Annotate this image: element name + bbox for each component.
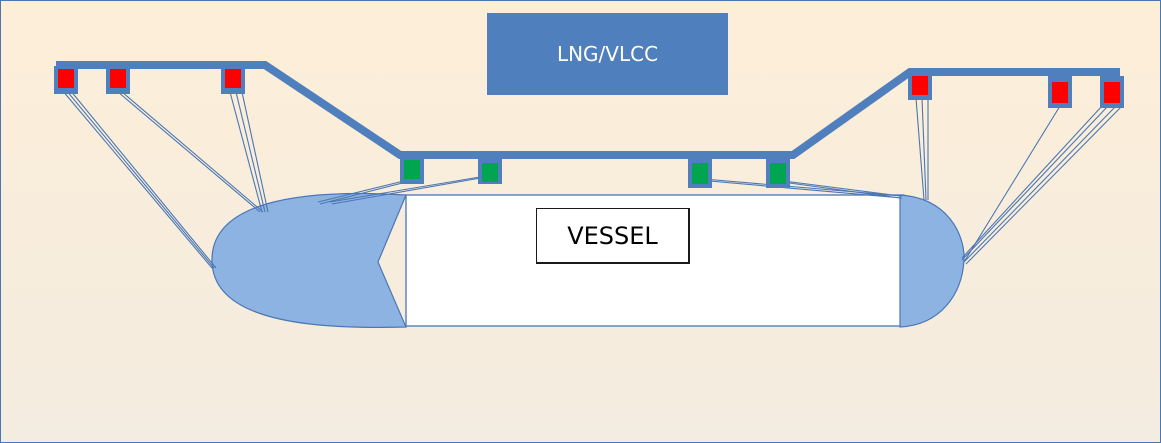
jetty-walkway <box>56 61 1120 159</box>
bollard-b2-fill <box>110 69 126 88</box>
bollard-b7-fill <box>770 163 786 184</box>
bollard-b10-fill <box>1104 82 1120 103</box>
vessel-bow <box>211 192 407 328</box>
bollards <box>54 66 1124 188</box>
bollard-b9-fill <box>1052 82 1068 103</box>
vessel-stern <box>899 194 965 328</box>
bollard-b6-fill <box>692 163 708 184</box>
mooring-lines <box>61 89 1123 269</box>
bollard-b5-fill <box>482 163 498 182</box>
title-box-shape <box>487 13 728 95</box>
title-label: LNG/VLCC <box>556 42 659 66</box>
bollard-b1-fill <box>58 69 74 88</box>
vessel-label: VESSEL <box>536 208 690 264</box>
bollard-b8-fill <box>912 76 928 95</box>
bollard-b4-fill <box>404 160 420 179</box>
bollard-b3-fill <box>225 69 241 88</box>
